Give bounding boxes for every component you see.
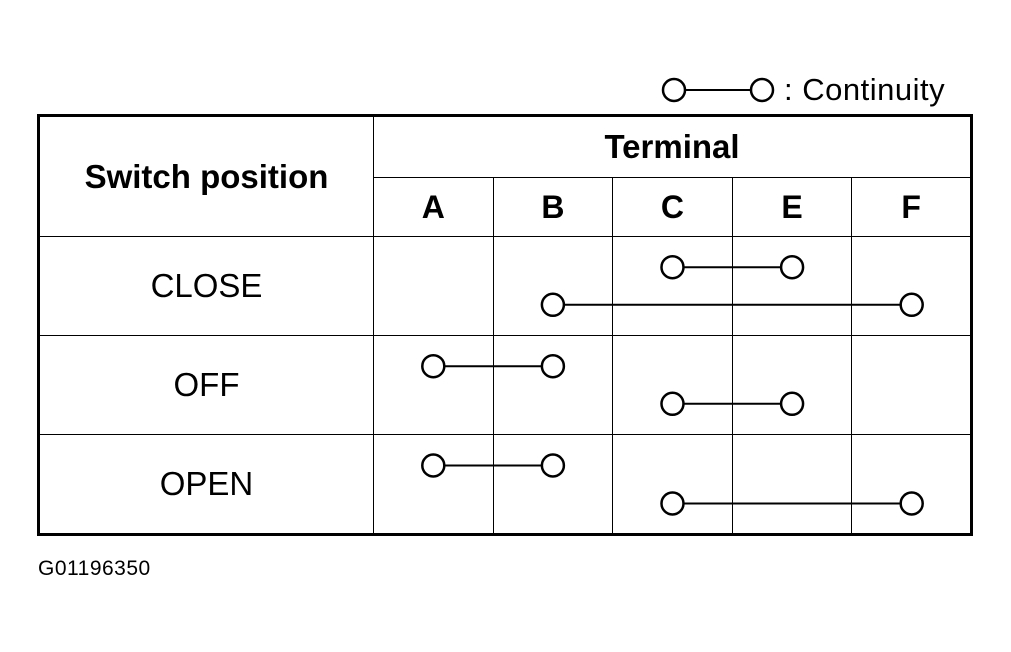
legend-label: : Continuity: [784, 72, 946, 107]
cell-close-a: [373, 236, 494, 336]
table-row-off: OFF: [38, 335, 972, 435]
switch-position-close: CLOSE: [38, 236, 374, 336]
continuity-symbol-icon: [661, 77, 775, 103]
cell-open-c: [612, 434, 733, 535]
cell-open-a: [373, 434, 494, 535]
figure-id: G01196350: [38, 557, 151, 580]
cell-off-c: [612, 335, 733, 435]
switch-position-off: OFF: [38, 335, 374, 435]
terminal-e-header: E: [731, 177, 853, 237]
cell-close-c: [612, 236, 733, 336]
switch-position-header: Switch position: [38, 115, 374, 237]
cell-close-f: [851, 236, 972, 336]
continuity-table: Switch position Terminal A B C E F CLOSE…: [37, 114, 973, 536]
cell-off-b: [492, 335, 614, 435]
terminal-a-header: A: [373, 177, 494, 237]
table-row-open: OPEN: [38, 434, 972, 535]
cell-off-e: [731, 335, 853, 435]
cell-open-e: [731, 434, 853, 535]
cell-close-e: [731, 236, 853, 336]
cell-off-f: [851, 335, 972, 435]
cell-open-f: [851, 434, 972, 535]
terminal-c-header: C: [612, 177, 733, 237]
table-row-close: CLOSE: [38, 236, 972, 336]
cell-off-a: [373, 335, 494, 435]
terminal-f-header: F: [851, 177, 972, 237]
switch-position-open: OPEN: [38, 434, 374, 535]
terminal-b-header: B: [492, 177, 614, 237]
cell-close-b: [492, 236, 614, 336]
terminal-header: Terminal: [373, 115, 972, 178]
cell-open-b: [492, 434, 614, 535]
continuity-legend: : Continuity: [658, 70, 945, 110]
